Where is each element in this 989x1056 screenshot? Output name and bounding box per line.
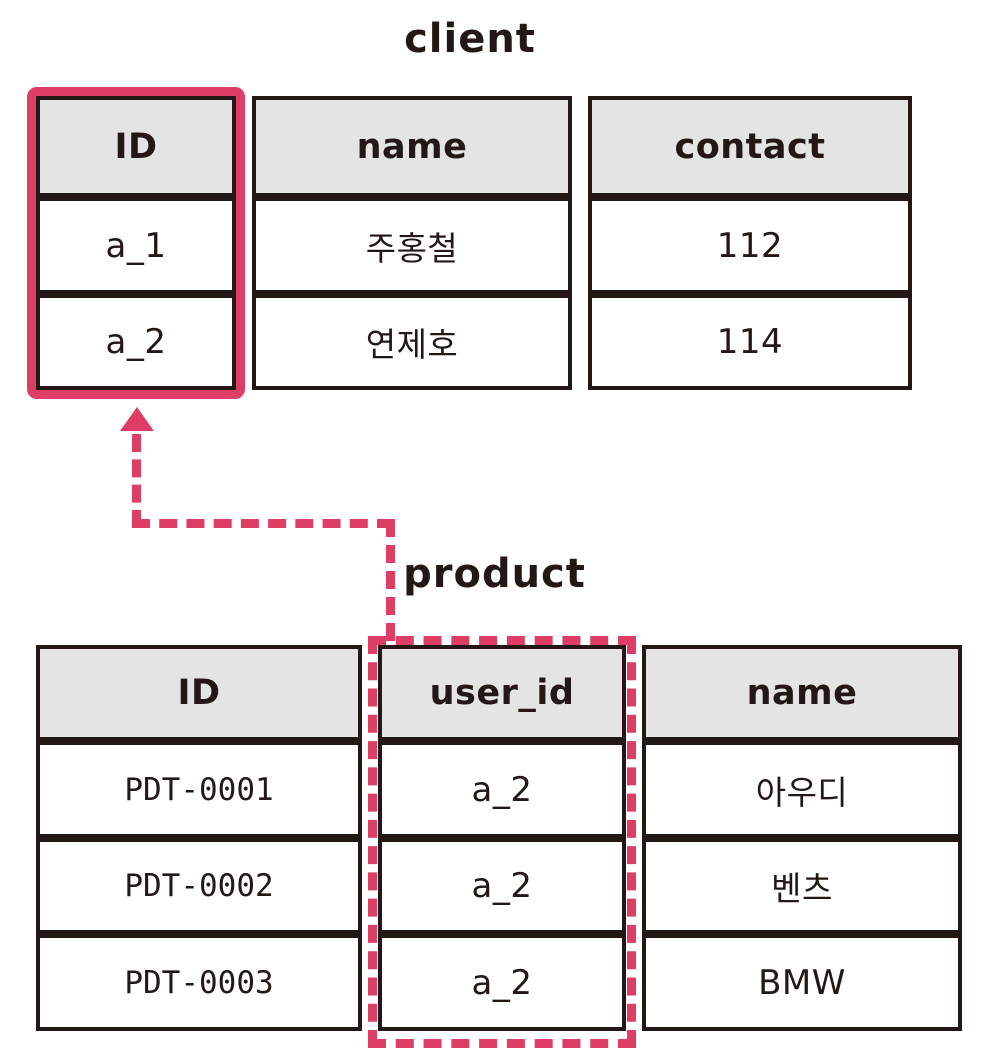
client-row-2-id: a_2 (36, 294, 236, 390)
client-header-id: ID (36, 96, 236, 197)
client-row-2-contact: 114 (588, 294, 912, 390)
relationship-line-horizontal (132, 519, 395, 528)
relationship-arrowhead-icon (120, 407, 154, 431)
product-row-2-name: 벤츠 (642, 838, 962, 934)
product-row-3-id: PDT-0003 (36, 934, 362, 1031)
client-header-name: name (252, 96, 572, 197)
client-row-1-name: 주홍철 (252, 197, 572, 294)
client-row-1-id: a_1 (36, 197, 236, 294)
client-row-2-name: 연제호 (252, 294, 572, 390)
product-row-1-id: PDT-0001 (36, 741, 362, 838)
product-header-id: ID (36, 645, 362, 741)
client-header-contact: contact (588, 96, 912, 197)
client-row-1-contact: 112 (588, 197, 912, 294)
product-row-3-name: BMW (642, 934, 962, 1031)
product-header-name: name (642, 645, 962, 741)
product-row-2-id: PDT-0002 (36, 838, 362, 934)
product-row-3-user-id: a_2 (378, 934, 626, 1031)
product-row-1-user-id: a_2 (378, 741, 626, 838)
relationship-line-vertical-right (386, 519, 395, 641)
relationship-line-vertical-left (132, 434, 141, 528)
product-row-2-user-id: a_2 (378, 838, 626, 934)
product-header-user-id: user_id (378, 645, 626, 741)
product-table-title: product (403, 551, 586, 597)
client-table-title: client (404, 16, 536, 62)
product-row-1-name: 아우디 (642, 741, 962, 838)
